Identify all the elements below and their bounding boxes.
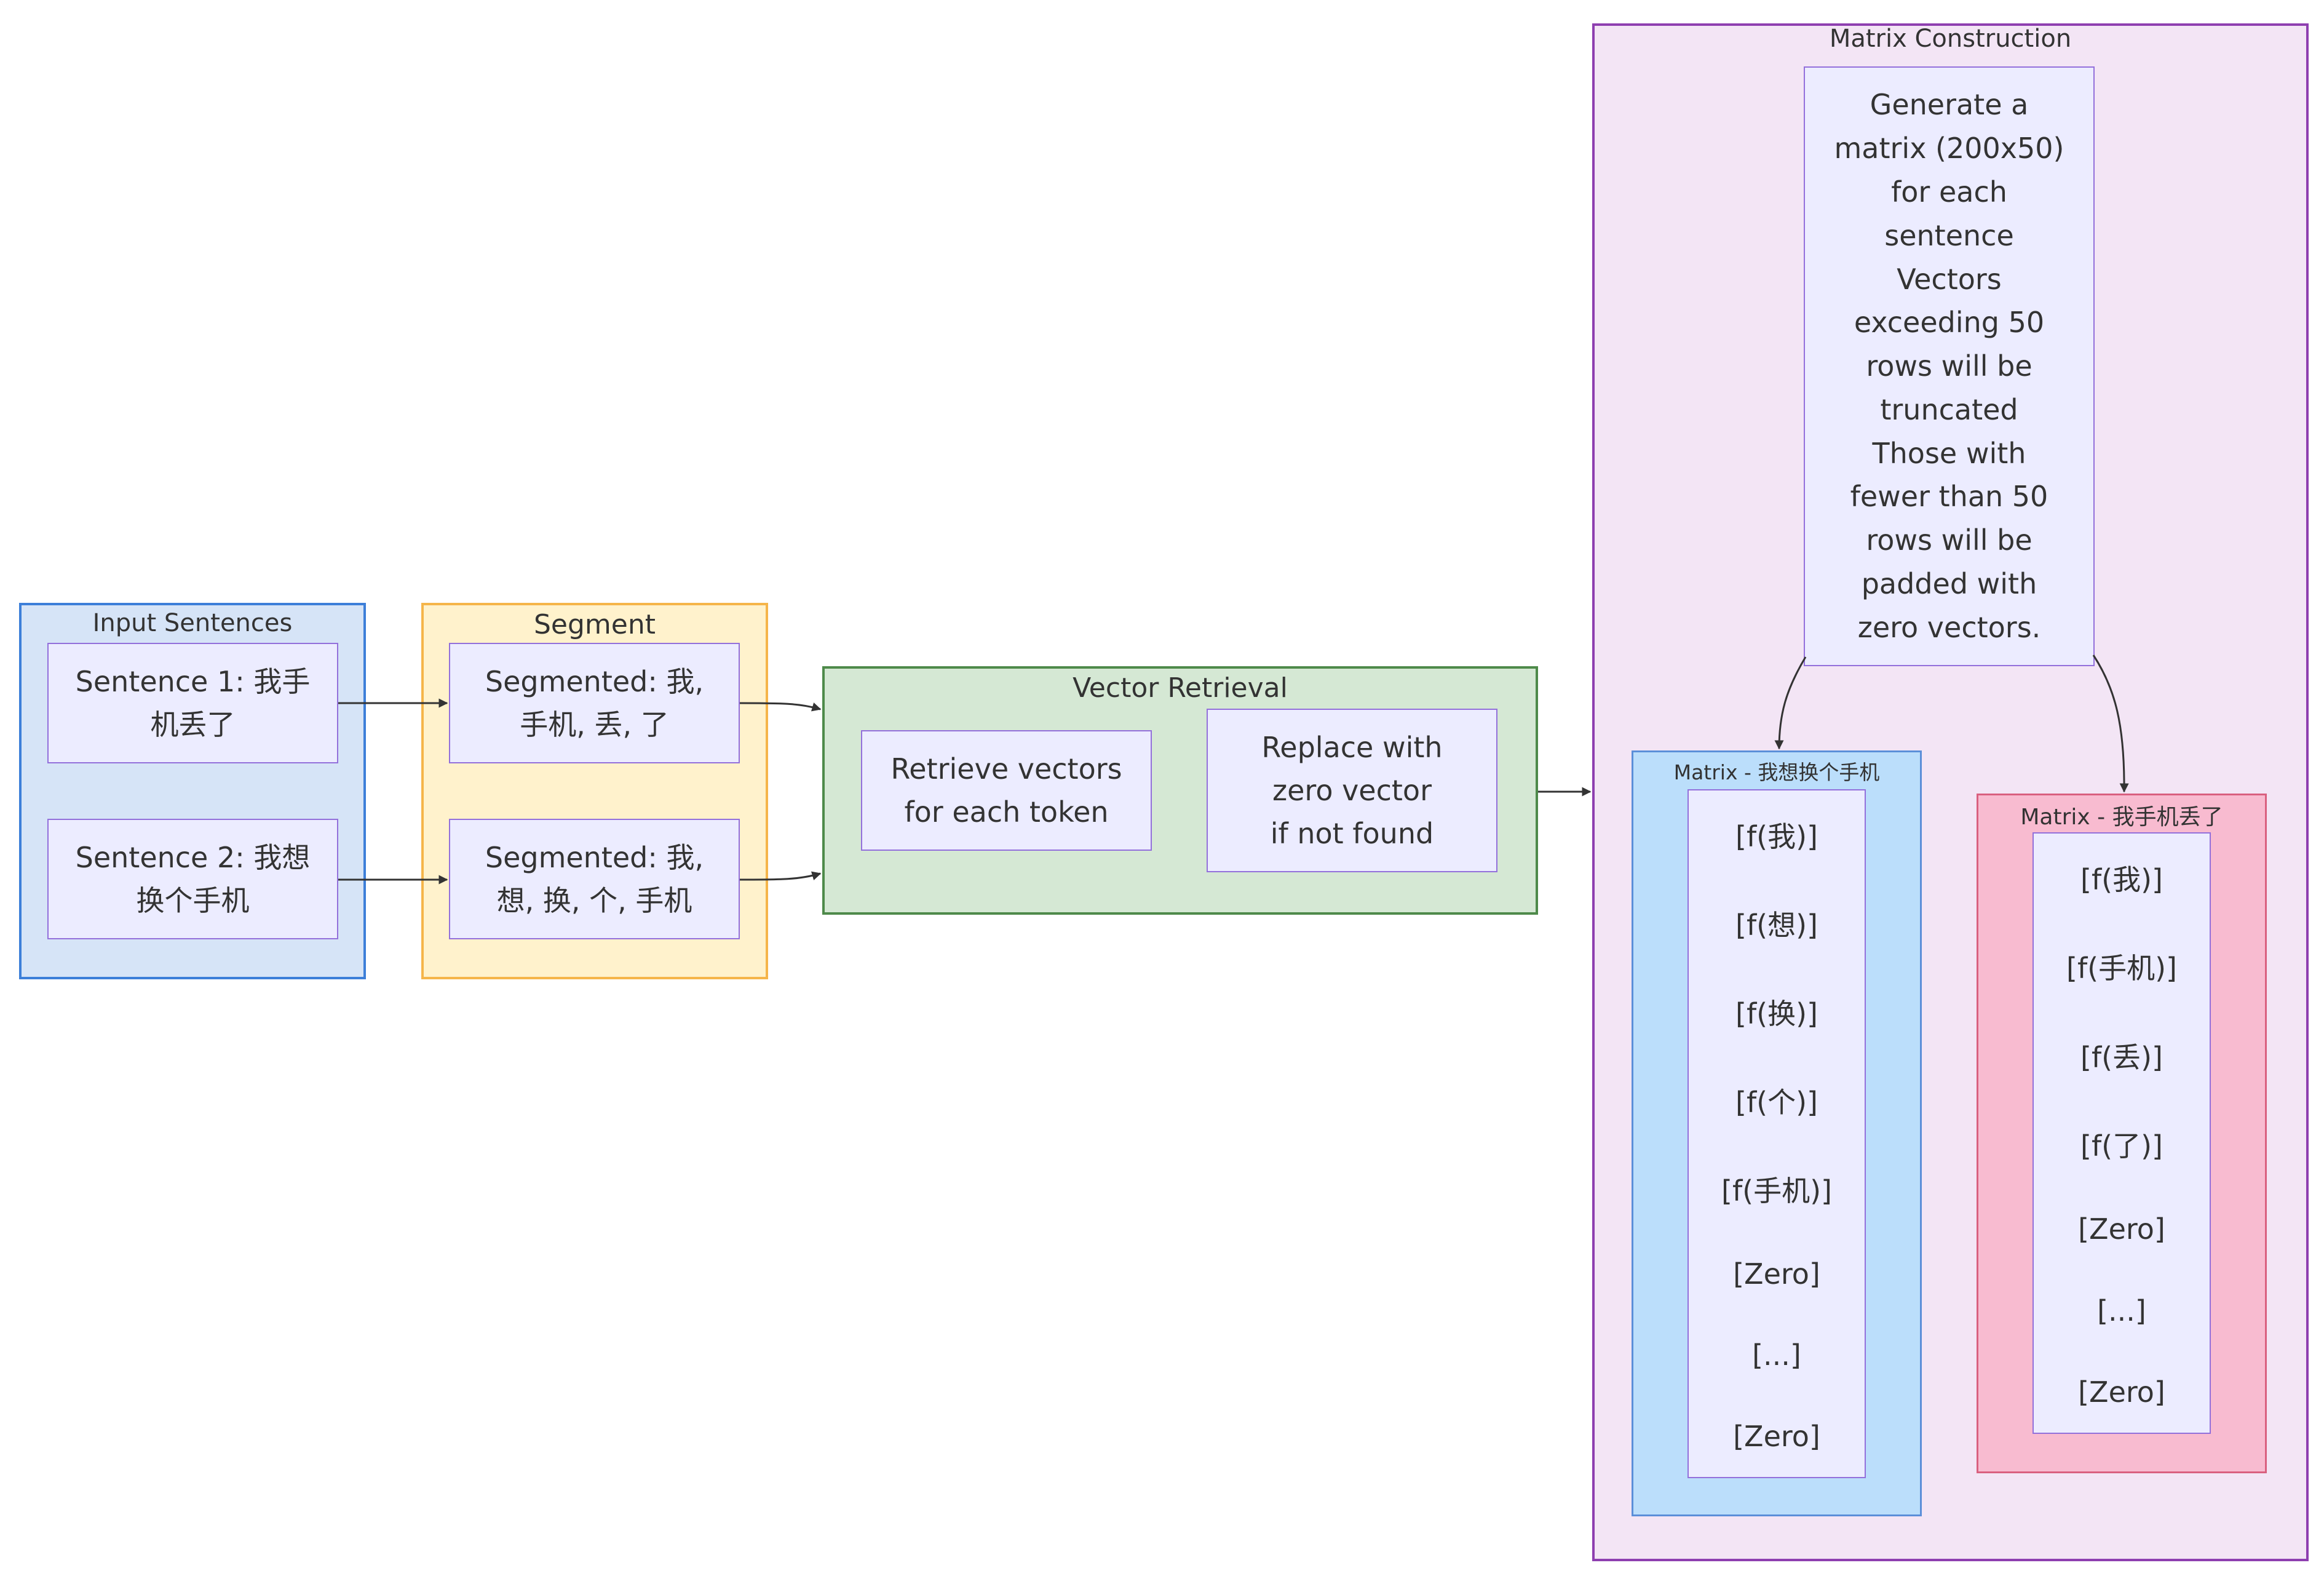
matrix-a-row: [f(换)]: [1735, 997, 1818, 1030]
matrix-construction-title: Matrix Construction: [1829, 25, 2072, 53]
matrix-b-row: [f(我)]: [2080, 863, 2163, 897]
edge-segmented2-vector: [739, 871, 822, 881]
vector-retrieval-title: Vector Retrieval: [1073, 672, 1288, 704]
segmented-2-node: Segmented: 我, 想, 换, 个, 手机: [449, 819, 740, 939]
matrix-a-title: Matrix - 我想换个手机: [1673, 760, 1880, 784]
edge-generate-matrix-a: [1774, 656, 1807, 750]
sentence-1-node: Sentence 1: 我手 机丢了: [47, 643, 338, 763]
matrix-a-row: [f(个)]: [1735, 1086, 1818, 1119]
matrix-a-row: [...]: [1752, 1339, 1801, 1372]
matrix-a-row: [f(想)]: [1735, 909, 1818, 942]
generate-matrix-node: Generate a matrix (200x50) for each sent…: [1804, 66, 2095, 666]
sentence-1-label: Sentence 1: 我手 机丢了: [75, 665, 311, 741]
matrix-b-row: [f(手机)]: [2066, 952, 2177, 985]
matrix-b-rows-node: [f(我)] [f(手机)] [f(丢)] [f(了)] [Zero] [...…: [2033, 832, 2211, 1434]
sentence-2-label: Sentence 2: 我想 换个手机: [75, 841, 311, 917]
matrix-a-rows-node: [f(我)] [f(想)] [f(换)] [f(个)] [f(手机)] [Zer…: [1687, 789, 1866, 1478]
matrix-a-row: [Zero]: [1733, 1257, 1820, 1291]
segment-title: Segment: [534, 609, 656, 640]
segmented-2-label: Segmented: 我, 想, 换, 个, 手机: [485, 841, 704, 917]
matrix-b-row: [Zero]: [2078, 1212, 2165, 1246]
input-sentences-title: Input Sentences: [92, 609, 293, 637]
segmented-1-label: Segmented: 我, 手机, 丢, 了: [485, 665, 704, 741]
replace-zero-node: Replace with zero vector if not found: [1207, 709, 1497, 872]
retrieve-vectors-label: Retrieve vectors for each token: [890, 752, 1122, 829]
matrix-b-row: [f(丢)]: [2080, 1040, 2163, 1074]
edge-segmented1-vector: [739, 702, 822, 712]
matrix-b-row: [Zero]: [2078, 1375, 2165, 1409]
replace-zero-label: Replace with zero vector if not found: [1261, 731, 1443, 850]
sentence-2-node: Sentence 2: 我想 换个手机: [47, 819, 338, 939]
matrix-b-row: [...]: [2097, 1294, 2146, 1327]
matrix-a-row: [Zero]: [1733, 1420, 1820, 1453]
matrix-b-row: [f(了)]: [2080, 1129, 2163, 1163]
matrix-a-row: [f(我)]: [1735, 820, 1818, 853]
matrix-b-title: Matrix - 我手机丢了: [2020, 805, 2223, 830]
generate-matrix-label: Generate a matrix (200x50) for each sent…: [1834, 88, 2064, 644]
retrieve-vectors-node: Retrieve vectors for each token: [861, 730, 1152, 851]
edge-generate-matrix-b: [2092, 655, 2129, 793]
matrix-a-row: [f(手机)]: [1721, 1174, 1832, 1208]
segmented-1-node: Segmented: 我, 手机, 丢, 了: [449, 643, 740, 763]
